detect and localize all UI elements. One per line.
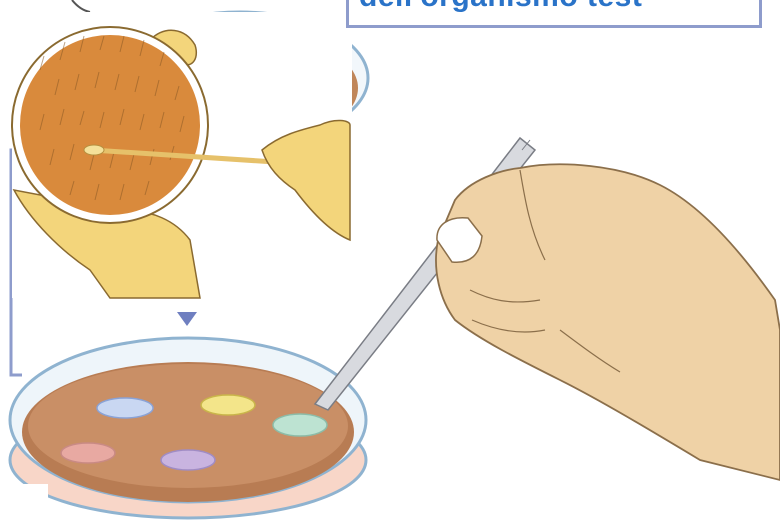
down-arrow [177,312,197,326]
pointer-line [72,0,90,12]
hand [436,164,780,480]
disc-purple [161,450,215,470]
lawn-agar [20,35,200,215]
caption-box: dell'organismo test [346,0,762,28]
disc-blue [97,398,153,418]
agar-dish [0,338,366,526]
disc-green [273,414,327,436]
disc-pink [61,443,115,463]
caption-text: dell'organismo test [359,0,642,14]
disc-yellow [201,395,255,415]
inset-panel [12,12,352,298]
